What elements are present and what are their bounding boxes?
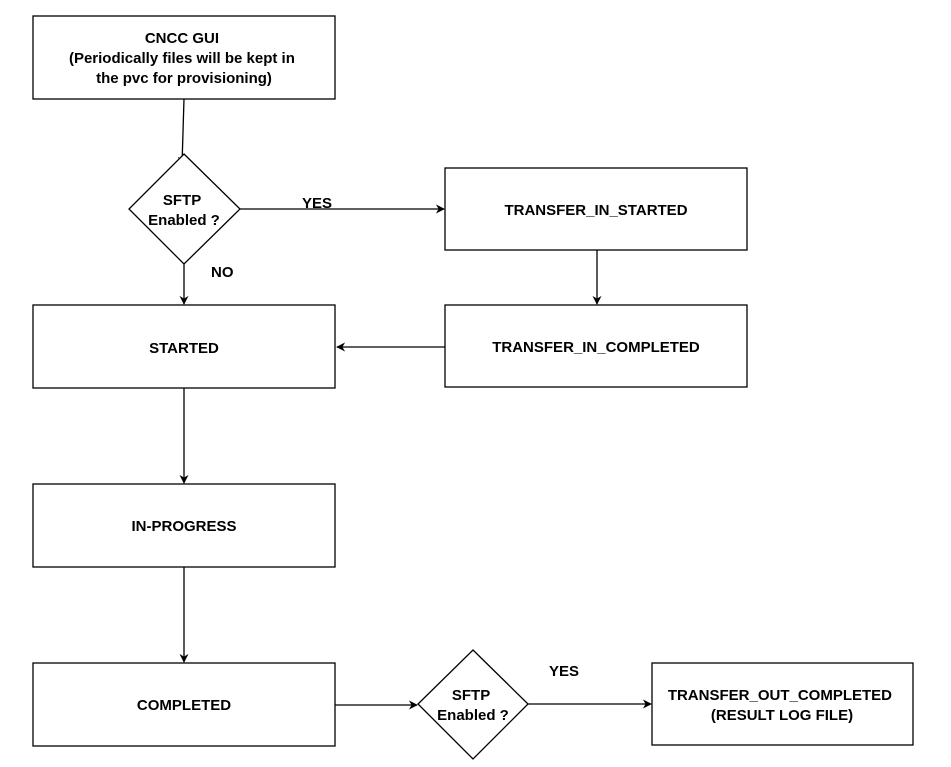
sftp-decision-1-text: SFTP Enabled ? [148,192,220,229]
transfer-out-completed-text: TRANSFER_OUT_COMPLETED (RESULT LOG FILE) [668,687,896,724]
transfer-in-completed-text: TRANSFER_IN_COMPLETED [492,339,700,356]
edge-gui-to-sftp1 [177,98,187,166]
transfer-in-completed-box: TRANSFER_IN_COMPLETED [444,304,748,388]
started-text: STARTED [149,340,219,357]
transfer-in-started-text: TRANSFER_IN_STARTED [504,202,687,219]
yes-label-1: YES [302,195,332,212]
completed-box: COMPLETED [32,662,336,747]
transfer-out-completed-box: TRANSFER_OUT_COMPLETED (RESULT LOG FILE) [651,662,914,746]
started-box: STARTED [32,304,336,389]
transfer-in-started-box: TRANSFER_IN_STARTED [444,167,748,251]
sftp-decision-2-text: SFTP Enabled ? [437,687,509,724]
cncc-gui-text: CNCC GUI (Periodically files will be kep… [69,30,299,87]
in-progress-box: IN-PROGRESS [32,483,336,568]
in-progress-text: IN-PROGRESS [131,518,236,535]
yes-label-2: YES [549,663,579,680]
sftp-decision-2: SFTP Enabled ? [417,649,529,760]
cncc-gui-box: CNCC GUI (Periodically files will be kep… [32,15,336,100]
sftp-decision-1: SFTP Enabled ? [128,153,241,265]
no-label-1: NO [211,264,234,281]
completed-text: COMPLETED [137,697,231,714]
